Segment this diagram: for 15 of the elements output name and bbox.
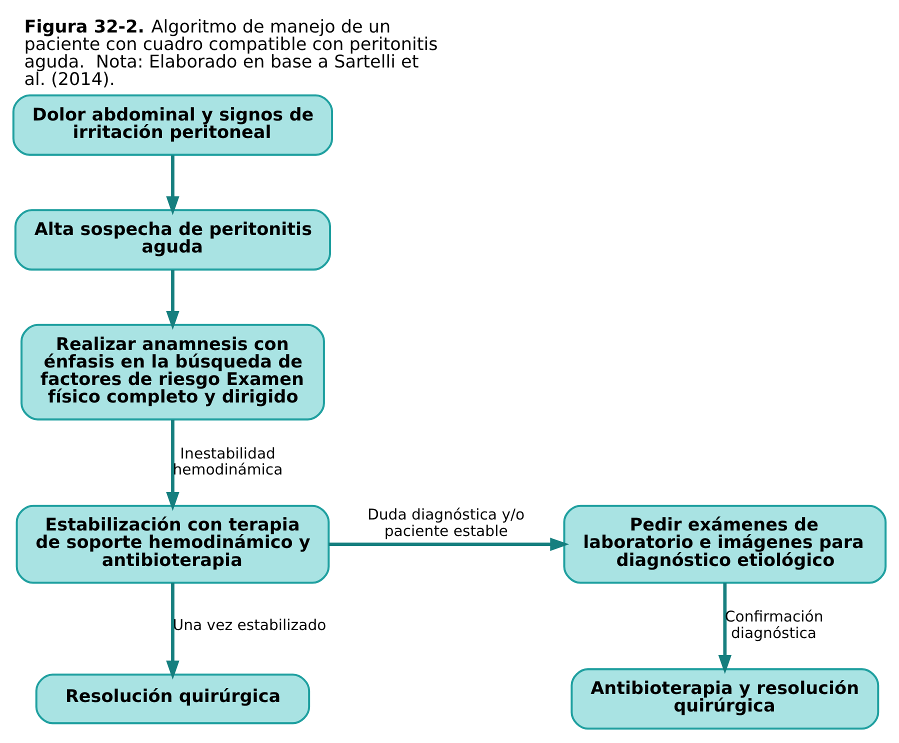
node-box: Dolor abdominal y signos de irritación peritoneal: [12, 94, 334, 156]
node-box: Realizar anamnesis con énfasis en la búsqueda de factores de riesgo Examen físico completo y dirigido: [20, 324, 325, 420]
node-box: Resolución quirúrgica: [35, 674, 310, 724]
arrow: [166, 420, 180, 511]
node-box: Estabilización con terapia de soporte hemodinámico y antibioterapia: [16, 504, 330, 584]
node-box: Pedir exámenes de laboratorio e imágenes para diagnóstico etiológico: [563, 504, 887, 584]
arrow: [166, 582, 180, 680]
arrow: [166, 155, 180, 216]
arrow: [166, 270, 180, 330]
node-box: Alta sospecha de peritonitis aguda: [14, 209, 332, 271]
caption: Figura 32-2. Algoritmo de manejo de un paciente con cuadro compatible con peritonitis aguda. Nota: Elaborado en base a Sartelli et al. (2014).: [24, 17, 438, 90]
arrow: [718, 582, 732, 674]
arrow: [328, 538, 570, 551]
edge-label: Duda diagnóstica y/o paciente estable: [367, 506, 525, 540]
node-box: Antibioterapia y resolución quirúrgica: [570, 668, 880, 730]
